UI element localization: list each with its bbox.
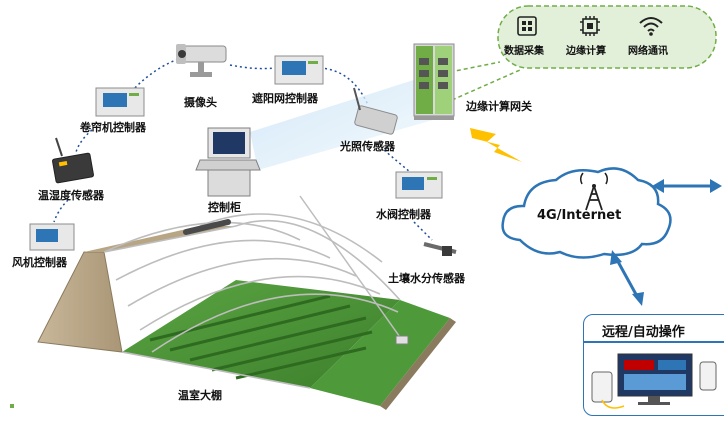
monitor-panel-a: [624, 360, 654, 370]
link-temp-fan: [53, 199, 69, 223]
monitor-stand: [648, 396, 660, 402]
remote-ops-title: 远程/自动操作: [602, 325, 685, 340]
chip-icon: [580, 16, 600, 36]
edge-gateway-device: [413, 43, 455, 120]
cable-to-field: [299, 195, 403, 341]
monitor-panel-c: [624, 374, 686, 390]
grass-field: [310, 300, 450, 406]
label-light-sensor: 光照传感器: [340, 140, 395, 153]
field-sensor-box: [395, 335, 409, 345]
label-capability-2: 网络通讯: [628, 46, 668, 57]
greenhouse-frame: [103, 213, 401, 389]
label-internet: 4G/Internet: [537, 208, 622, 223]
tablet-icon: [591, 371, 613, 403]
label-soil-moisture-sensor: 土壤水分传感器: [388, 272, 465, 285]
remote-operation-panel: 远程/自动操作: [583, 314, 724, 416]
link-light-valve: [383, 149, 411, 173]
gateway-bubble-link-2: [451, 69, 521, 101]
arrow-cloud-remote: [610, 250, 644, 306]
corner-dot: [10, 404, 14, 408]
arrow-cloud-right: [652, 179, 722, 193]
internet-cloud: [501, 167, 672, 259]
label-shade-controller: 遮阳网控制器: [252, 92, 318, 105]
usb-cable: [601, 399, 625, 409]
label-valve-controller: 水阀控制器: [376, 208, 431, 221]
curtain-controller-device: [95, 87, 145, 117]
cell-tower-icon: [579, 172, 609, 211]
label-capability-1: 边缘计算: [566, 46, 606, 57]
remote-divider: [584, 341, 724, 343]
link-curtain-temp: [75, 129, 93, 153]
lightning-icon: [470, 128, 522, 162]
grass-edge: [380, 318, 456, 410]
wifi-icon: [639, 17, 663, 36]
label-greenhouse: 温室大棚: [178, 389, 222, 402]
valve-controller-device: [395, 171, 443, 199]
label-fan-controller: 风机控制器: [12, 256, 67, 269]
gateway-bubble-link: [449, 61, 501, 73]
signal-beam: [250, 78, 440, 170]
label-camera: 摄像头: [184, 96, 217, 109]
shade-controller-device: [274, 55, 324, 85]
greenhouse-back-wall: [84, 226, 236, 252]
light-sensor-device: [353, 87, 398, 135]
link-shade-light: [319, 67, 369, 106]
monitor-panel-b: [658, 360, 686, 370]
remote-devices-illustration: [591, 353, 717, 409]
link-camera-shade: [229, 64, 276, 70]
label-temp-humidity-sensor: 温湿度传感器: [38, 189, 104, 202]
phone-icon: [699, 361, 717, 391]
camera-device: [176, 44, 227, 77]
monitor-base: [638, 402, 670, 405]
control-cabinet-device: [195, 127, 261, 197]
link-valve-soil: [413, 221, 433, 241]
soil-sensor-device: [423, 242, 457, 256]
temp-humidity-sensor-device: [52, 137, 94, 184]
label-edge-gateway: 边缘计算网关: [466, 100, 532, 113]
crop-rows: [149, 294, 373, 380]
label-control-cabinet: 控制柜: [208, 201, 241, 214]
label-curtain-controller: 卷帘机控制器: [80, 121, 146, 134]
fan-controller-device: [29, 223, 75, 251]
label-capability-0: 数据采集: [504, 46, 544, 57]
roller-pipe: [183, 219, 231, 235]
capability-bubble: [497, 5, 717, 69]
data-collection-icon: [517, 16, 537, 36]
